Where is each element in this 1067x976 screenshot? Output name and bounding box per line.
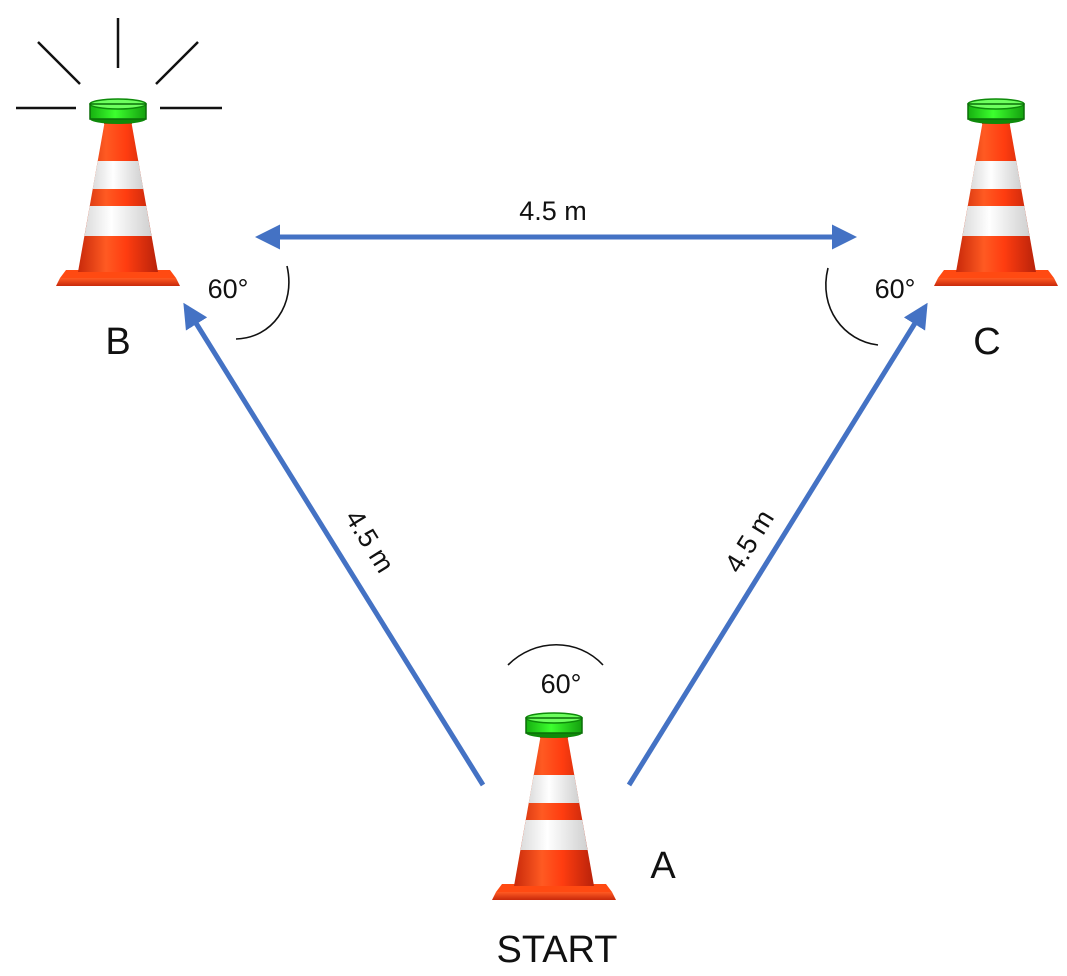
- angle-arc-b: [235, 265, 290, 340]
- angle-c-label: 60°: [875, 274, 916, 304]
- angle-b-label: 60°: [208, 274, 249, 304]
- cone-c-icon: [933, 98, 1059, 287]
- angle-arc-a: [507, 644, 604, 666]
- start-caption: START: [496, 929, 617, 971]
- distance-ac-label: 4.5 m: [719, 505, 780, 578]
- cone-b-label: B: [105, 321, 130, 363]
- cone-a-label: A: [650, 845, 676, 887]
- angle-arc-c: [825, 267, 879, 346]
- arrow-a-to-b: [183, 302, 486, 787]
- cone-a-icon: [491, 712, 617, 901]
- cone-c-label: C: [973, 321, 1000, 363]
- distance-bc-label: 4.5 m: [519, 196, 587, 226]
- light-rays-icon: [16, 18, 222, 110]
- angle-a-label: 60°: [541, 669, 582, 699]
- cone-b-icon: [55, 98, 181, 287]
- arrow-a-to-c: [626, 302, 928, 787]
